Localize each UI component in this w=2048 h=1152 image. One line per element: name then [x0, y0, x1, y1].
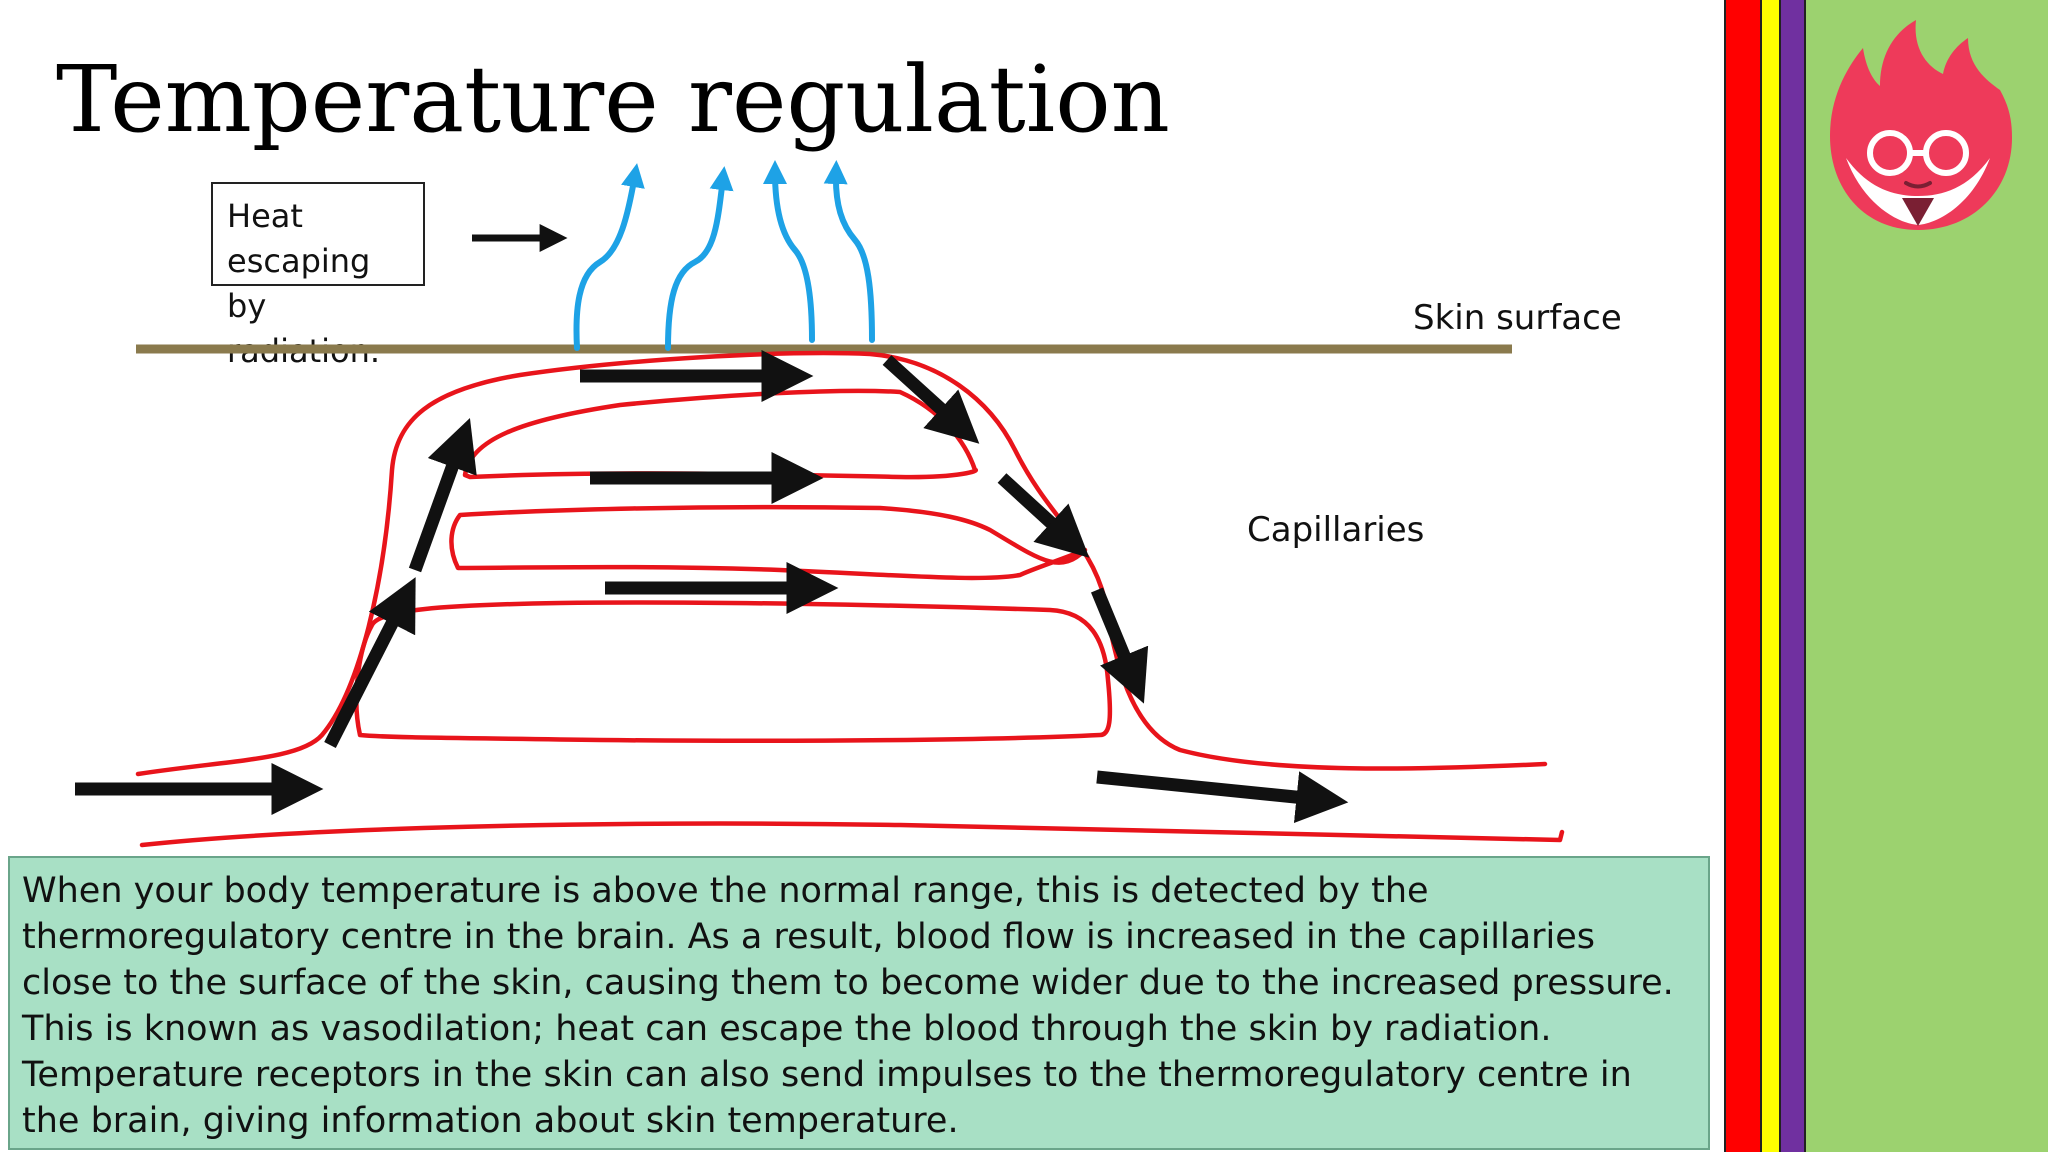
- blood-flow-arrows: [75, 224, 1349, 823]
- sidebar-stripe-purple: [1780, 0, 1805, 1152]
- sidebar-stripe-red: [1724, 0, 1760, 1152]
- vasodilation-diagram: [75, 160, 1565, 848]
- sidebar-divider: [1760, 0, 1762, 1152]
- capillary-loop-1: [462, 388, 979, 480]
- capillary-loop-2: [449, 504, 1088, 581]
- slide-title: Temperature regulation: [56, 46, 1170, 153]
- skin-surface-label: Skin surface: [1413, 298, 1622, 338]
- heat-radiation-arrows: [573, 160, 875, 351]
- flow-arrow-outlet: [1096, 770, 1349, 823]
- flow-arrow-descend-1: [882, 355, 980, 444]
- heat-arrow-2: [665, 166, 734, 351]
- capillary-loop-3: [354, 600, 1113, 744]
- explanation-textbox: When your body temperature is above the …: [8, 856, 1710, 1150]
- heat-arrow-1: [573, 163, 645, 351]
- capillary-outer-loop: [135, 350, 1548, 777]
- flow-arrow-rise-1: [324, 577, 416, 748]
- flow-arrow-descend-3: [1090, 587, 1149, 704]
- sidebar-stripe-yellow: [1760, 0, 1780, 1152]
- heat-arrow-4: [823, 160, 875, 343]
- sidebar-divider: [1779, 0, 1781, 1152]
- capillaries-label: Capillaries: [1247, 510, 1425, 550]
- heat-arrow-3: [763, 160, 815, 343]
- capillary-bottom-vessel: [139, 821, 1565, 848]
- capillary-network: [135, 350, 1565, 848]
- sidebar-divider: [1804, 0, 1806, 1152]
- flame-mascot-with-glasses-icon: [1830, 20, 2012, 230]
- sidebar-divider: [1724, 0, 1726, 1152]
- flow-arrow-descend-2: [997, 473, 1090, 558]
- flow-arrow-rise-2: [408, 417, 477, 573]
